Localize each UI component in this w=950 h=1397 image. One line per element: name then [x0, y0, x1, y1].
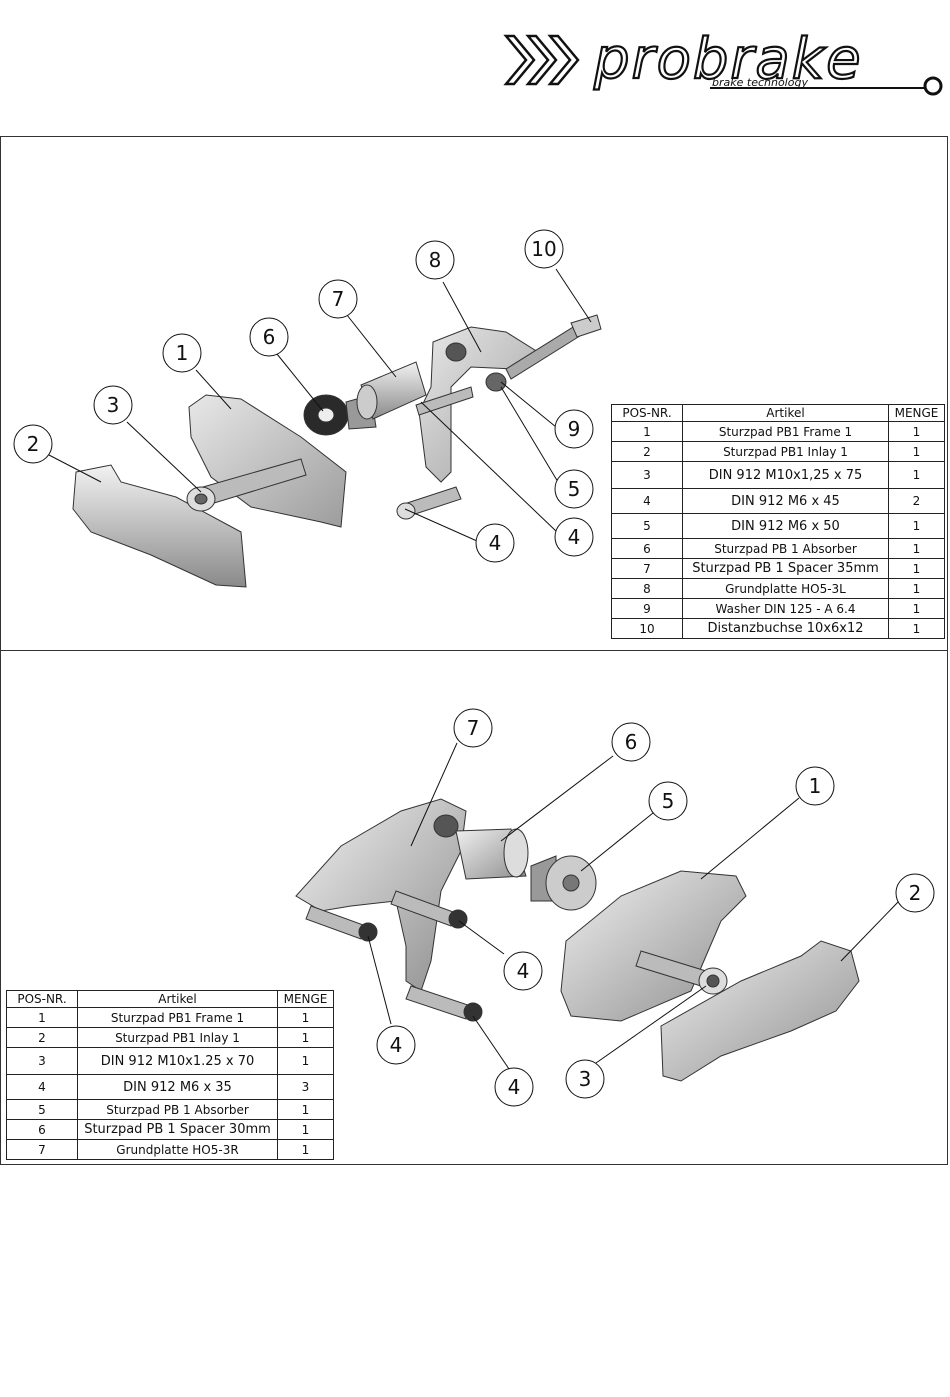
balloon-4a: 4 [390, 1033, 403, 1057]
brand-tagline: brake technology [712, 76, 808, 89]
washer-part [485, 372, 507, 392]
balloon-6: 6 [263, 325, 276, 349]
chevron-icon [503, 34, 580, 86]
col-artikel: Artikel [682, 404, 889, 422]
col-artikel: Artikel [77, 990, 278, 1008]
balloon-5: 5 [662, 789, 675, 813]
exploded-view-left: 2 3 1 6 7 8 10 9 5 4 4 POS-NR. Artikel M… [0, 136, 948, 651]
balloon-4c: 4 [508, 1075, 521, 1099]
frame-part [560, 870, 747, 1022]
balloon-2: 2 [909, 881, 922, 905]
balloon-4a: 4 [568, 525, 581, 549]
balloon-3: 3 [579, 1067, 592, 1091]
balloon-3: 3 [107, 393, 120, 417]
balloon-1: 1 [176, 341, 189, 365]
bush-part [570, 314, 602, 338]
balloon-5: 5 [568, 477, 581, 501]
balloon-4b: 4 [489, 531, 502, 555]
col-menge: MENGE [277, 990, 334, 1008]
frame-part [188, 394, 347, 528]
balloon-10: 10 [531, 237, 556, 261]
inlay-part [660, 940, 860, 1082]
inlay-part [72, 464, 247, 588]
assembly-drawing-right: 7 6 5 1 2 3 4 4 4 [295, 708, 935, 1107]
balloon-4b: 4 [517, 959, 530, 983]
balloon-6: 6 [625, 730, 638, 754]
brand-name: probrake [593, 28, 863, 92]
col-pos: POS-NR. [611, 404, 683, 422]
col-menge: MENGE [888, 404, 945, 422]
balloon-9: 9 [568, 417, 581, 441]
probrake-logo: probrake brake technology [500, 26, 945, 100]
balloon-7: 7 [467, 716, 480, 740]
screw-part [305, 905, 367, 940]
col-pos: POS-NR. [6, 990, 78, 1008]
balloon-8: 8 [429, 248, 442, 272]
ring-icon [923, 76, 943, 96]
assembly-drawing-left: 2 3 1 6 7 8 10 9 5 4 4 [13, 229, 602, 588]
balloon-7: 7 [332, 287, 345, 311]
balloon-2: 2 [27, 432, 40, 456]
balloon-1: 1 [809, 774, 822, 798]
exploded-view-right: 7 6 5 1 2 3 4 4 4 POS-NR. Artikel MENGE … [0, 650, 948, 1165]
base-plate-part [295, 798, 467, 992]
